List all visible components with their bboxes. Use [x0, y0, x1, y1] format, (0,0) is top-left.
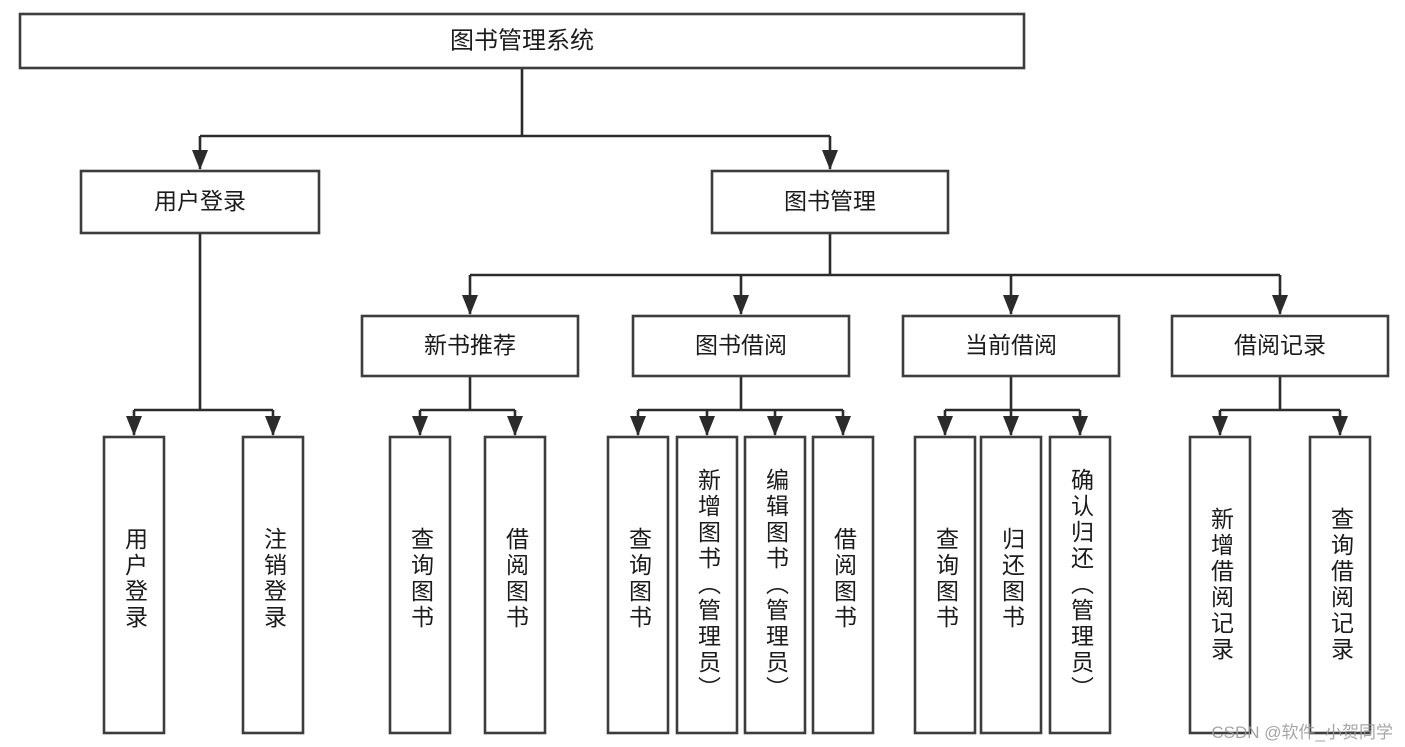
arrow-to-leaf-4-1 [1332, 416, 1348, 436]
node-box-level3-1 [631, 314, 851, 378]
arrow-to-leaf-3-2 [1072, 416, 1088, 436]
node-label-level3-0: 新书推荐 [424, 332, 516, 358]
node-box-leaf-1 [241, 435, 305, 735]
node-label-level3-2: 当前借阅 [965, 332, 1057, 358]
node-label-root: 图书管理系统 [450, 27, 594, 54]
node-box-leaf-8 [913, 435, 977, 735]
node-box-level3-0 [360, 314, 580, 378]
arrow-to-leaf-0-1 [265, 416, 281, 436]
node-box-level3-2 [901, 314, 1121, 378]
arrow-to-leaf-0-0 [126, 416, 142, 436]
connector-layer [126, 68, 1348, 436]
node-box-leaf-2 [388, 435, 452, 735]
arrow-to-leaf-3-0 [937, 416, 953, 436]
node-box-leaf-5 [675, 435, 739, 735]
node-box-leaf-4 [606, 435, 670, 735]
node-box-leaf-11 [1188, 435, 1252, 735]
arrow-to-leaf-1-0 [412, 416, 428, 436]
node-box-level2-0 [79, 169, 321, 235]
arrow-to-leaf-2-0 [630, 416, 646, 436]
node-box-leaf-3 [483, 435, 547, 735]
node-box-leaf-0 [102, 435, 166, 735]
node-box-leaf-10 [1048, 435, 1112, 735]
arrow-to-leaf-3-1 [1003, 416, 1019, 436]
arrow-to-level3-2 [1003, 295, 1019, 315]
node-box-level2-1 [710, 169, 950, 235]
node-label-level2-1: 图书管理 [784, 188, 876, 214]
arrow-to-level3-3 [1272, 295, 1288, 315]
node-label-level3-1: 图书借阅 [695, 332, 787, 358]
arrow-to-leaf-4-0 [1212, 416, 1228, 436]
node-box-leaf-7 [811, 435, 875, 735]
arrow-to-level2-0 [192, 150, 208, 170]
node-box-leaf-9 [979, 435, 1043, 735]
node-box-level3-3 [1170, 314, 1390, 378]
arrow-to-leaf-2-1 [699, 416, 715, 436]
arrow-to-leaf-1-1 [507, 416, 523, 436]
arrow-to-leaf-2-2 [767, 416, 783, 436]
arrow-to-leaf-2-3 [835, 416, 851, 436]
node-box-leaf-6 [743, 435, 807, 735]
node-label-level3-3: 借阅记录 [1234, 332, 1326, 358]
node-box-layer [18, 12, 1390, 735]
node-box-leaf-12 [1308, 435, 1372, 735]
arrow-to-level3-1 [733, 295, 749, 315]
node-label-level2-0: 用户登录 [154, 188, 246, 214]
arrow-to-level2-1 [822, 150, 838, 170]
node-box-root [18, 12, 1026, 70]
arrow-to-level3-0 [462, 295, 478, 315]
